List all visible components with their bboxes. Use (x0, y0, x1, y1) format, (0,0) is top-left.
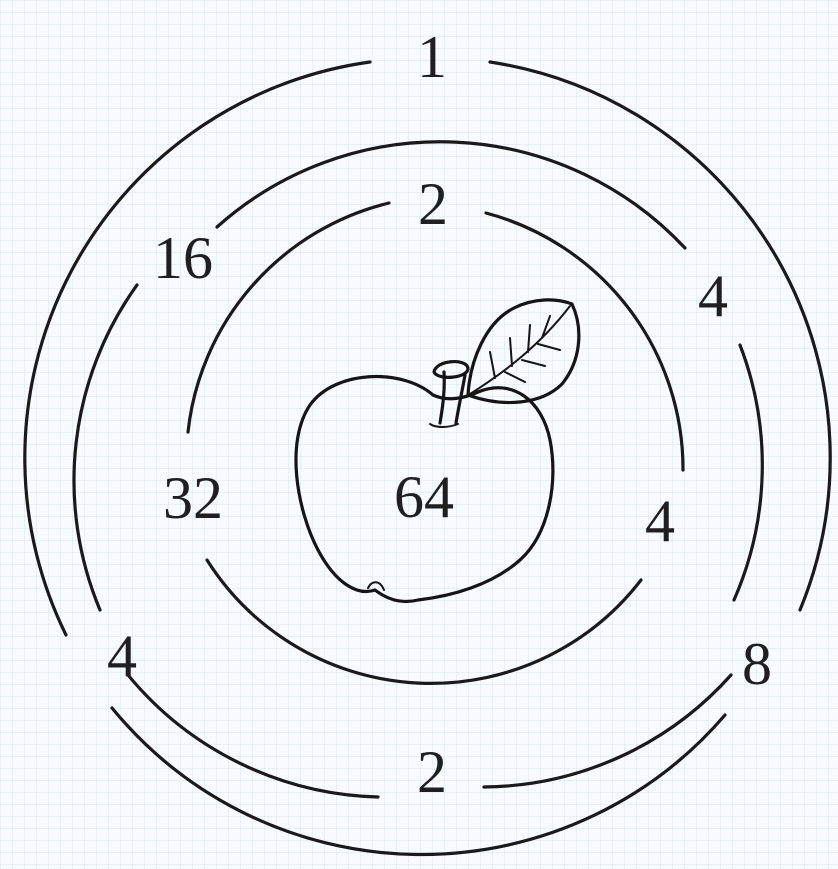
middle-ring-arc (217, 142, 685, 248)
middle-ring-arc (74, 285, 137, 610)
apple-leaf-veins (470, 306, 570, 394)
middle-ring-value: 16 (153, 225, 213, 291)
inner-ring (188, 203, 683, 683)
inner-ring-value: 32 (163, 465, 223, 531)
apple-icon (296, 300, 579, 602)
apple-stem-cap (434, 362, 468, 378)
inner-ring-value: 4 (645, 488, 675, 554)
middle-ring-arc (128, 675, 378, 797)
apple-stem-curl (430, 424, 458, 427)
middle-ring-value: 2 (417, 739, 447, 805)
inner-ring-arc (188, 203, 389, 432)
outer-ring-value: 1 (417, 24, 447, 90)
inner-ring-arc (486, 213, 683, 470)
middle-ring-value: 4 (698, 263, 728, 329)
middle-ring-arc (484, 675, 731, 787)
center-value: 64 (394, 464, 454, 530)
middle-ring-value: 4 (107, 623, 137, 689)
inner-ring-arc (207, 560, 641, 683)
inner-ring-value: 2 (418, 171, 448, 237)
outer-ring-value: 8 (742, 631, 772, 697)
middle-ring-arc (734, 345, 762, 600)
